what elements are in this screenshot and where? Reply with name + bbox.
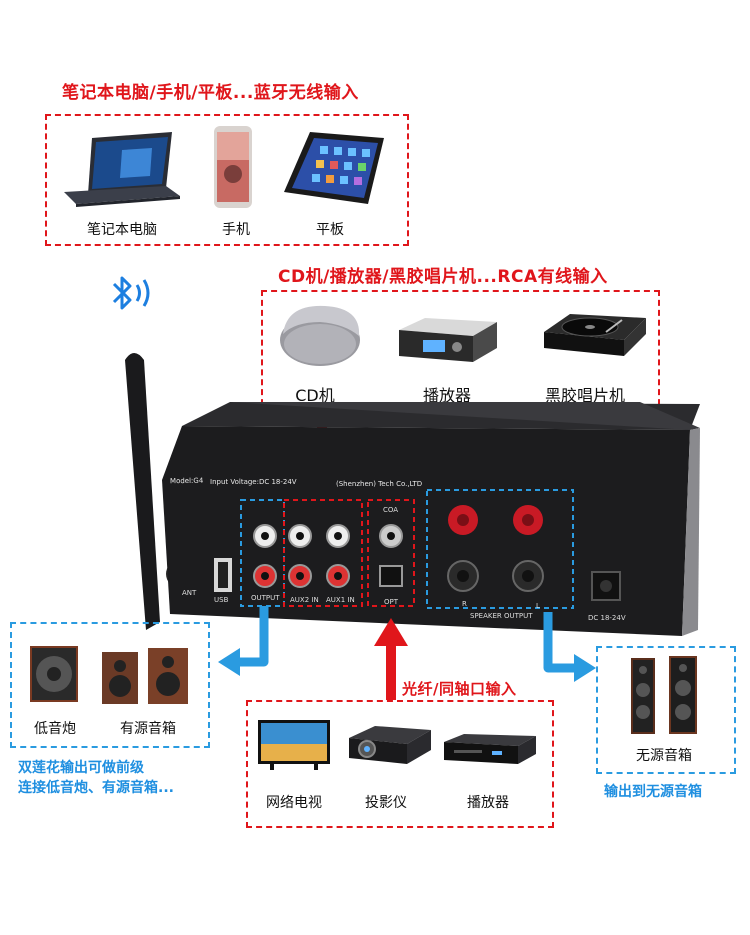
subwoofer-box bbox=[10, 622, 210, 748]
passive-box bbox=[596, 646, 736, 774]
optical-title: 光纤/同轴口输入 bbox=[402, 680, 517, 698]
wireless-box bbox=[45, 114, 409, 246]
projector-label: 投影仪 bbox=[365, 795, 407, 811]
panel-model: Model:G4 bbox=[169, 476, 204, 486]
optical-box bbox=[246, 700, 554, 828]
cd-player-icon bbox=[280, 305, 360, 366]
cd-label: CD机 bbox=[295, 386, 335, 405]
panel-aux1: AUX1 IN bbox=[326, 596, 355, 604]
panel-speaker-output: SPEAKER OUTPUT bbox=[470, 612, 533, 620]
panel-usb: USB bbox=[214, 596, 229, 604]
subwoofer-note-2: 连接低音炮、有源音箱... bbox=[18, 780, 174, 796]
media-player-icon bbox=[399, 318, 497, 362]
panel-voltage: Input Voltage:DC 18-24V bbox=[210, 478, 297, 486]
arrow-right-icon bbox=[543, 612, 596, 682]
panel-aux2: AUX2 IN bbox=[290, 596, 319, 604]
laptop-icon bbox=[64, 132, 180, 207]
turntable-icon bbox=[544, 314, 646, 356]
player-label: 播放器 bbox=[422, 386, 471, 405]
tv-label: 网络电视 bbox=[266, 795, 322, 811]
panel-ant: ANT bbox=[182, 589, 197, 597]
panel-coa: COA bbox=[383, 506, 399, 514]
subwoofer-icon bbox=[30, 646, 78, 702]
phone-label: 手机 bbox=[222, 222, 250, 238]
turntable-label: 黑胶唱片机 bbox=[544, 386, 625, 405]
passive-note: 输出到无源音箱 bbox=[604, 784, 702, 800]
bluetooth-icon bbox=[112, 276, 150, 310]
arrow-left-icon bbox=[218, 606, 269, 676]
passive-speakers-label: 无源音箱 bbox=[636, 748, 692, 764]
panel-l: L bbox=[536, 602, 540, 610]
tv-icon bbox=[258, 720, 330, 770]
bluray-player-icon bbox=[444, 734, 536, 764]
arrow-up-icon bbox=[374, 618, 408, 700]
laptop-label: 笔记本电脑 bbox=[87, 222, 157, 238]
phone-icon bbox=[214, 126, 252, 208]
passive-speakers-icon bbox=[631, 656, 697, 734]
panel-r: R bbox=[462, 600, 467, 608]
active-speakers-label: 有源音箱 bbox=[120, 721, 176, 737]
panel-output: OUTPUT bbox=[251, 594, 280, 602]
amplifier-device bbox=[125, 353, 700, 636]
subwoofer-label: 低音炮 bbox=[34, 721, 76, 737]
tablet-icon bbox=[284, 132, 384, 204]
rca-title: CD机/播放器/黑胶唱片机...RCA有线输入 bbox=[278, 267, 608, 287]
bluray-label: 播放器 bbox=[467, 795, 509, 811]
subwoofer-note-1: 双莲花输出可做前级 bbox=[18, 760, 144, 776]
wireless-title: 笔记本电脑/手机/平板...蓝牙无线输入 bbox=[62, 83, 359, 103]
panel-maker: (Shenzhen) Tech Co.,LTD bbox=[336, 480, 423, 488]
panel-opt: OPT bbox=[384, 598, 399, 606]
active-speakers-icon bbox=[102, 648, 188, 704]
tablet-label: 平板 bbox=[316, 222, 344, 238]
projector-icon bbox=[349, 726, 431, 764]
panel-dc: DC 18-24V bbox=[588, 614, 626, 622]
